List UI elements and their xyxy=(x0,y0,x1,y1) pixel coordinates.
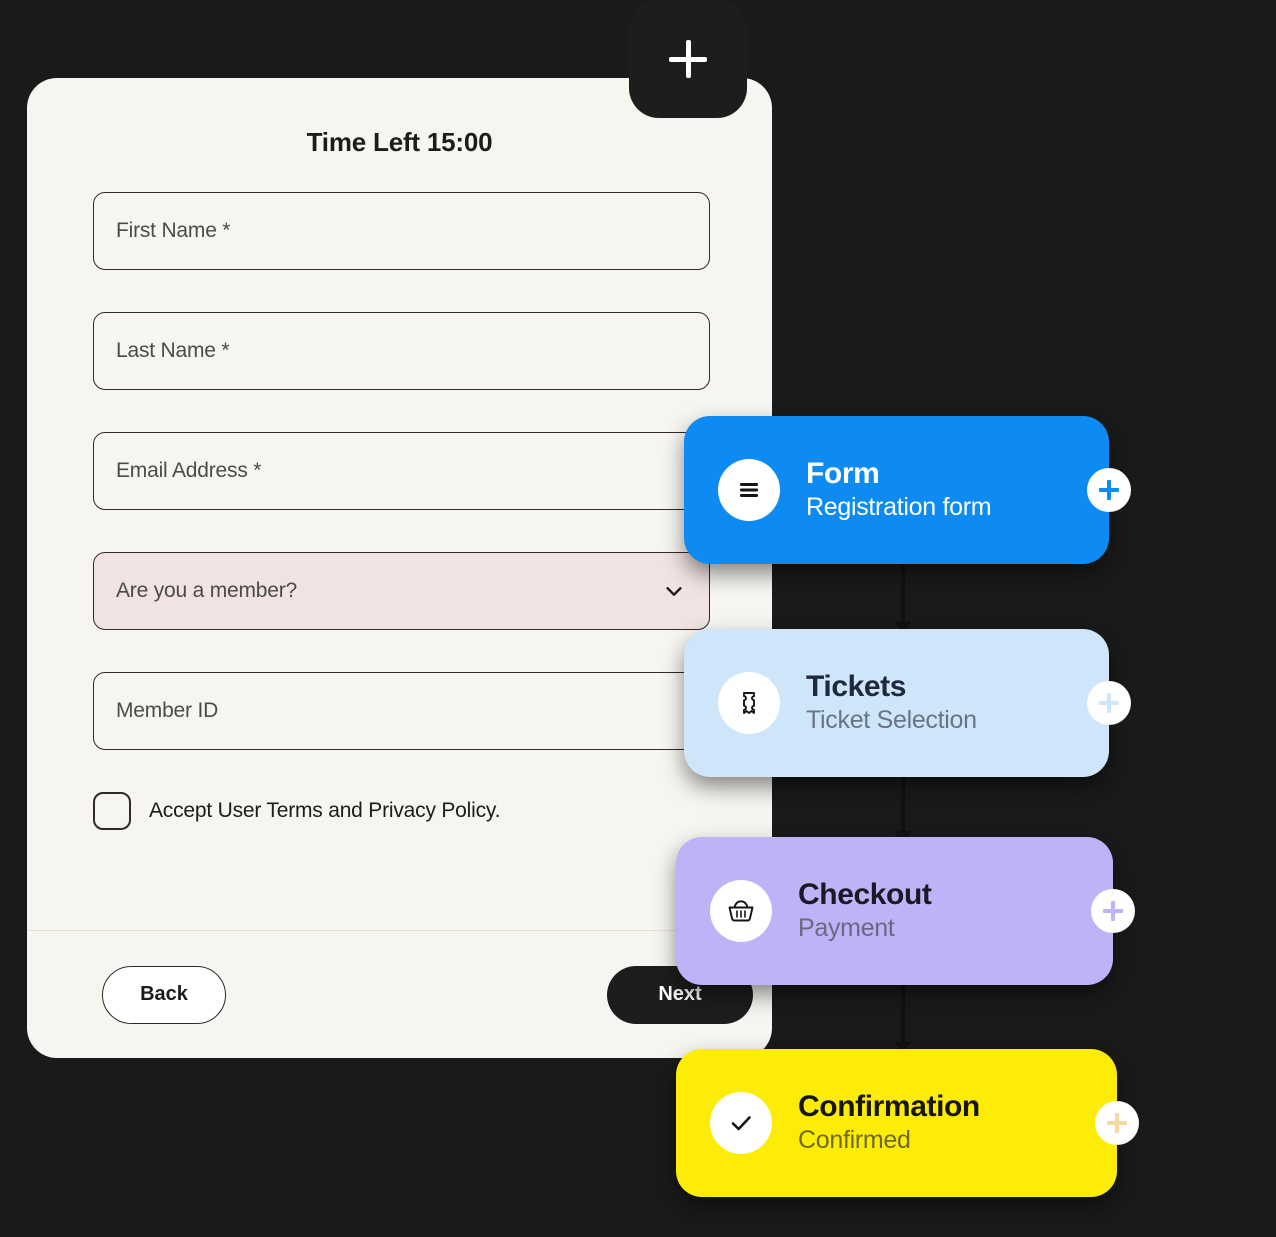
flow-card-confirmation-add-badge[interactable] xyxy=(1095,1101,1139,1145)
member-select-placeholder: Are you a member? xyxy=(116,579,298,602)
last-name-field[interactable]: Last Name * xyxy=(93,312,710,390)
email-address-placeholder: Email Address * xyxy=(116,459,262,482)
flow-card-checkout-add-badge[interactable] xyxy=(1091,889,1135,933)
flow-card-checkout-text: Checkout Payment xyxy=(798,878,932,943)
form-fields-container: First Name * Last Name * Email Address *… xyxy=(27,192,772,830)
member-id-placeholder: Member ID xyxy=(116,699,219,722)
registration-form-panel: Time Left 15:00 First Name * Last Name *… xyxy=(27,78,772,1058)
email-address-field[interactable]: Email Address * xyxy=(93,432,710,510)
shopping-basket-icon xyxy=(710,880,772,942)
flow-card-checkout-subtitle: Payment xyxy=(798,914,895,943)
plus-icon-vertical xyxy=(685,40,691,78)
first-name-field[interactable]: First Name * xyxy=(93,192,710,270)
last-name-placeholder: Last Name * xyxy=(116,339,230,362)
flow-card-checkout[interactable]: Checkout Payment xyxy=(676,837,1135,985)
terms-checkbox-row[interactable]: Accept User Terms and Privacy Policy. xyxy=(93,792,706,830)
shopping-basket-icon-svg xyxy=(728,900,754,922)
flow-card-tickets-add-badge[interactable] xyxy=(1087,681,1131,725)
member-id-field[interactable]: Member ID xyxy=(93,672,710,750)
flow-card-confirmation-text: Confirmation Confirmed xyxy=(798,1090,980,1155)
flow-card-confirmation-title: Confirmation xyxy=(798,1090,980,1124)
chevron-down-icon xyxy=(666,587,682,596)
plus-icon-vertical xyxy=(1115,1113,1119,1133)
plus-icon-vertical xyxy=(1107,480,1111,500)
ticket-icon-svg xyxy=(743,692,755,714)
list-lines-icon-svg xyxy=(740,483,758,497)
flow-card-tickets-text: Tickets Ticket Selection xyxy=(806,670,977,735)
arrow-down-icon-checkout-to-confirmation xyxy=(901,980,905,1052)
member-select-field[interactable]: Are you a member? xyxy=(93,552,710,630)
flow-card-tickets[interactable]: Tickets Ticket Selection xyxy=(684,629,1131,777)
add-step-fab-button[interactable] xyxy=(629,0,747,118)
terms-checkbox-label: Accept User Terms and Privacy Policy. xyxy=(149,799,501,822)
flow-card-form-subtitle: Registration form xyxy=(806,493,992,522)
list-lines-icon xyxy=(718,459,780,521)
flow-card-form-title: Form xyxy=(806,457,880,491)
ticket-icon xyxy=(718,672,780,734)
arrow-down-icon-tickets-to-checkout xyxy=(901,772,905,842)
back-button[interactable]: Back xyxy=(102,965,226,1024)
flow-card-form-add-badge[interactable] xyxy=(1087,468,1131,512)
flow-card-confirmation-subtitle: Confirmed xyxy=(798,1126,911,1155)
flow-card-form[interactable]: Form Registration form xyxy=(684,416,1131,564)
terms-checkbox[interactable] xyxy=(93,792,131,830)
plus-icon-vertical xyxy=(1111,901,1115,921)
page-title: Time Left 15:00 xyxy=(306,127,493,157)
flow-card-checkout-title: Checkout xyxy=(798,878,932,912)
plus-icon-vertical xyxy=(1107,693,1111,713)
flow-card-confirmation[interactable]: Confirmation Confirmed xyxy=(676,1049,1139,1197)
check-icon-svg xyxy=(731,1116,751,1131)
first-name-placeholder: First Name * xyxy=(116,219,231,242)
form-footer: Back Next xyxy=(27,930,772,1058)
flow-card-tickets-title: Tickets xyxy=(806,670,907,704)
check-icon xyxy=(710,1092,772,1154)
flow-card-form-text: Form Registration form xyxy=(806,457,992,522)
arrow-down-icon-form-to-tickets xyxy=(901,560,905,632)
flow-card-tickets-subtitle: Ticket Selection xyxy=(806,706,977,735)
